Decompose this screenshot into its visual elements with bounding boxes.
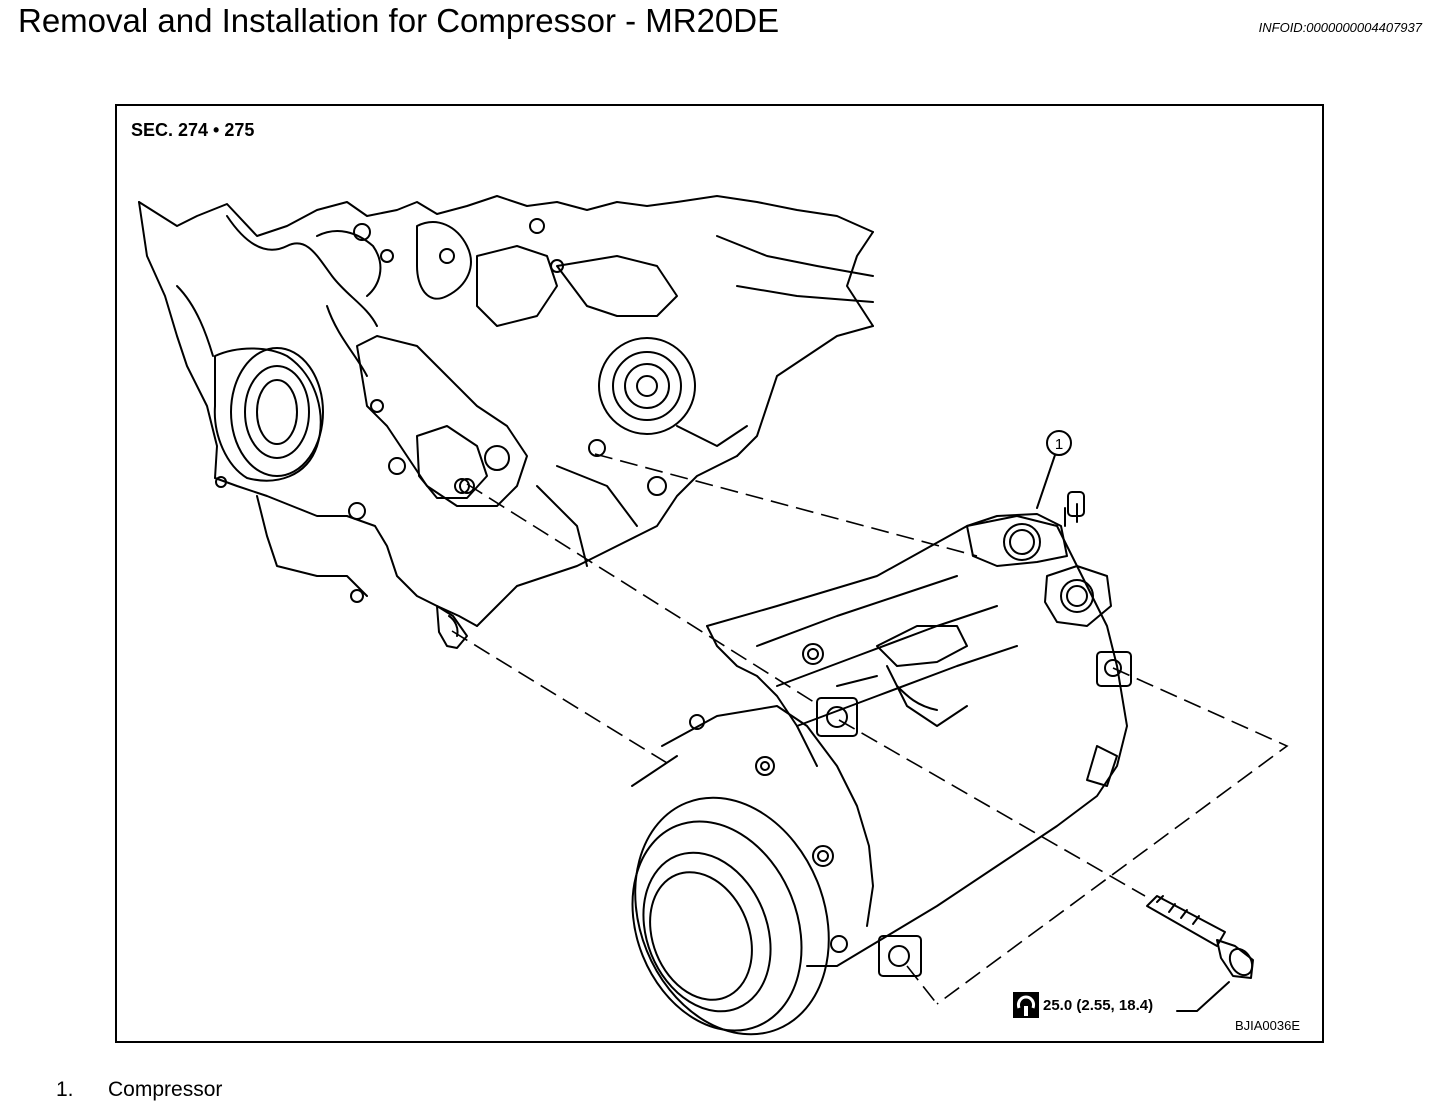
page-title: Removal and Installation for Compressor … [18, 2, 780, 39]
torque-spec: 25.0 (2.55, 18.4) [1013, 992, 1153, 1018]
figure-code: BJIA0036E [1234, 1018, 1300, 1033]
legend-item: 1. Compressor [56, 1078, 222, 1102]
section-reference: SEC. 274 • 275 [131, 120, 255, 140]
alignment-lines [451, 453, 1289, 1005]
torque-value: 25.0 (2.55, 18.4) [1043, 996, 1154, 1014]
compressor-installation-diagram: 1 [138, 195, 1289, 1036]
engine-block [138, 195, 874, 649]
callout-number: 1 [1055, 436, 1063, 453]
callout-circle [1046, 430, 1072, 456]
figure-frame: 1 SEC. 274 • 275 25.0 (2.55, 18.4) BJIA0… [115, 104, 1324, 1043]
compressor-body [631, 491, 1132, 1036]
torque-wrench-icon [1013, 992, 1039, 1018]
legend-label: Compressor [108, 1078, 223, 1101]
callout-leader [1036, 454, 1056, 509]
torque-leader [1176, 981, 1230, 1012]
mounting-bolt [1146, 895, 1254, 979]
info-id: INFOID:0000000004407937 [1258, 20, 1422, 35]
legend-number: 1. [56, 1078, 74, 1101]
